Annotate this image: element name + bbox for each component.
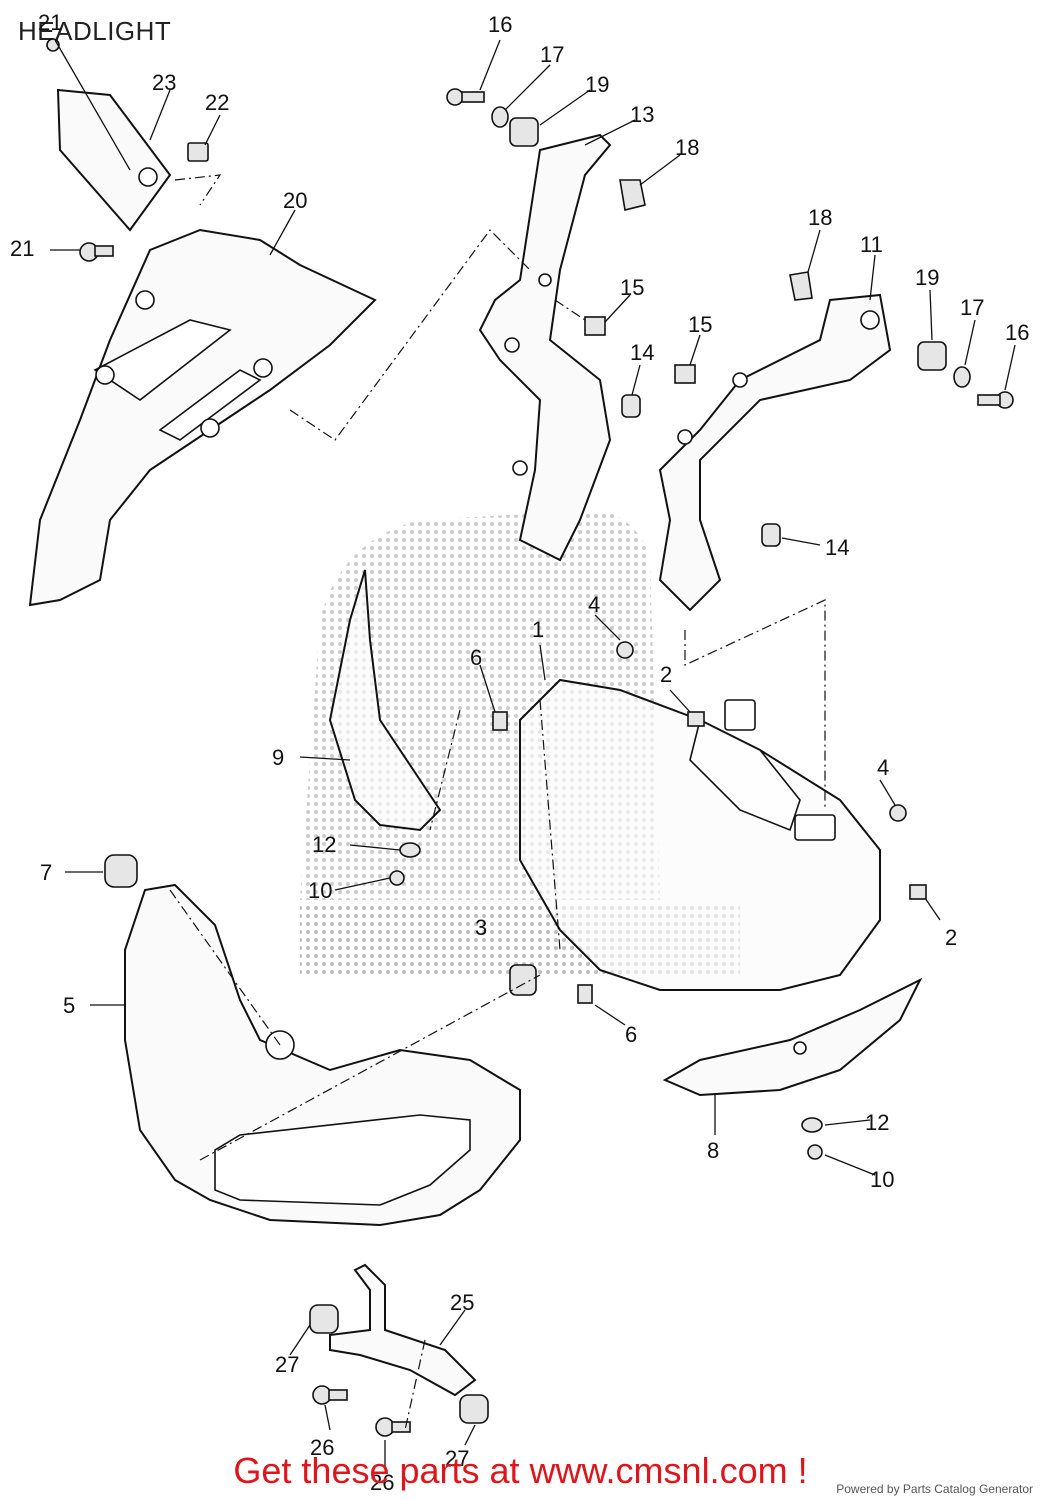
grommet-3[interactable] (509, 964, 537, 996)
callout-1[interactable]: 1 (532, 617, 544, 642)
page-title: HEADLIGHT (18, 16, 172, 46)
clip-15-right[interactable] (674, 364, 696, 384)
callout-27[interactable]: 27 (445, 1446, 469, 1471)
fastener-16-right[interactable] (977, 391, 1014, 409)
grommet-19-left[interactable] (509, 117, 539, 147)
callout-2[interactable]: 2 (660, 662, 672, 687)
callout-5[interactable]: 5 (63, 993, 75, 1018)
clip-6-left[interactable] (492, 711, 508, 731)
callout-22[interactable]: 22 (205, 90, 229, 115)
washer-12-right[interactable] (801, 1117, 823, 1133)
callout-19[interactable]: 19 (915, 265, 939, 290)
callout-16[interactable]: 16 (1005, 320, 1029, 345)
callout-14[interactable]: 14 (825, 535, 849, 560)
callout-13[interactable]: 13 (630, 102, 654, 127)
part-stay-11[interactable] (658, 293, 892, 612)
callout-25[interactable]: 25 (450, 1290, 474, 1315)
assembly-lines (169, 174, 826, 1431)
part-cover-panel-23[interactable] (56, 88, 172, 232)
callout-2[interactable]: 2 (945, 925, 957, 950)
rubber-27-right[interactable] (459, 1394, 489, 1424)
callout-8[interactable]: 8 (707, 1138, 719, 1163)
callout-6[interactable]: 6 (625, 1022, 637, 1047)
screw-10-left[interactable] (389, 870, 405, 886)
callout-12[interactable]: 12 (865, 1110, 889, 1135)
callout-18[interactable]: 18 (808, 205, 832, 230)
callout-4[interactable]: 4 (877, 755, 889, 780)
callout-17[interactable]: 17 (960, 295, 984, 320)
callout-10[interactable]: 10 (870, 1167, 894, 1192)
callout-6[interactable]: 6 (470, 645, 482, 670)
callout-15[interactable]: 15 (620, 275, 644, 300)
part-front-cowl-5[interactable] (124, 883, 521, 1227)
grommet-14-right[interactable] (761, 523, 781, 547)
clip-6-bottom[interactable] (577, 984, 593, 1004)
callout-labels: 21 23 22 21 20 16 17 19 13 18 15 14 15 1… (10, 10, 1029, 1495)
screw-10-right[interactable] (807, 1144, 823, 1160)
part-bracket-25[interactable] (329, 1263, 477, 1397)
powered-by-text: Powered by Parts Catalog Generator (836, 1482, 1033, 1496)
screw-4-top[interactable] (616, 641, 634, 659)
clip-15-left[interactable] (584, 316, 606, 336)
callout-20[interactable]: 20 (283, 188, 307, 213)
washer-12-left[interactable] (399, 842, 421, 858)
screw-4-right[interactable] (889, 804, 907, 822)
rubber-27-left[interactable] (309, 1304, 339, 1334)
callout-27[interactable]: 27 (275, 1352, 299, 1377)
callout-10[interactable]: 10 (308, 878, 332, 903)
grommet-7[interactable] (104, 854, 138, 888)
callout-26[interactable]: 26 (370, 1470, 394, 1495)
leader-lines (50, 39, 1016, 1470)
callout-17[interactable]: 17 (540, 42, 564, 67)
promo-link[interactable]: Get these parts at www.cmsnl.com ! (233, 1450, 808, 1491)
part-headlight-assembly-1[interactable] (519, 678, 881, 991)
callout-12[interactable]: 12 (312, 832, 336, 857)
bolt-26-left[interactable] (312, 1385, 348, 1405)
callout-4[interactable]: 4 (588, 592, 600, 617)
part-lower-trim-8[interactable] (662, 977, 923, 1097)
fastener-21-left[interactable] (79, 242, 114, 262)
part-stay-13[interactable] (478, 133, 612, 562)
callout-9[interactable]: 9 (272, 745, 284, 770)
callout-21[interactable]: 21 (10, 236, 34, 261)
nut-2-top[interactable] (687, 711, 705, 727)
callout-21[interactable]: 21 (38, 10, 62, 35)
washer-17-left[interactable] (491, 106, 509, 128)
callout-15[interactable]: 15 (688, 312, 712, 337)
collar-18-left[interactable] (619, 179, 646, 211)
washer-17-right[interactable] (953, 366, 971, 388)
callout-16[interactable]: 16 (488, 12, 512, 37)
collar-18-right[interactable] (789, 271, 813, 301)
grommet-14-left[interactable] (621, 394, 641, 418)
callout-3[interactable]: 3 (475, 915, 487, 940)
callout-14[interactable]: 14 (630, 340, 654, 365)
callout-26[interactable]: 26 (310, 1435, 334, 1460)
fastener-16-left[interactable] (446, 88, 485, 106)
part-trim-9[interactable] (328, 569, 442, 832)
grommet-19-right[interactable] (917, 341, 947, 371)
callout-11[interactable]: 11 (860, 232, 883, 257)
part-side-cover-20[interactable] (28, 228, 377, 607)
callout-23[interactable]: 23 (152, 70, 176, 95)
callout-19[interactable]: 19 (585, 72, 609, 97)
callout-7[interactable]: 7 (40, 860, 52, 885)
fastener-22[interactable] (187, 142, 209, 162)
nut-2-right[interactable] (909, 884, 927, 900)
bolt-26-right[interactable] (375, 1417, 411, 1437)
callout-18[interactable]: 18 (675, 135, 699, 160)
